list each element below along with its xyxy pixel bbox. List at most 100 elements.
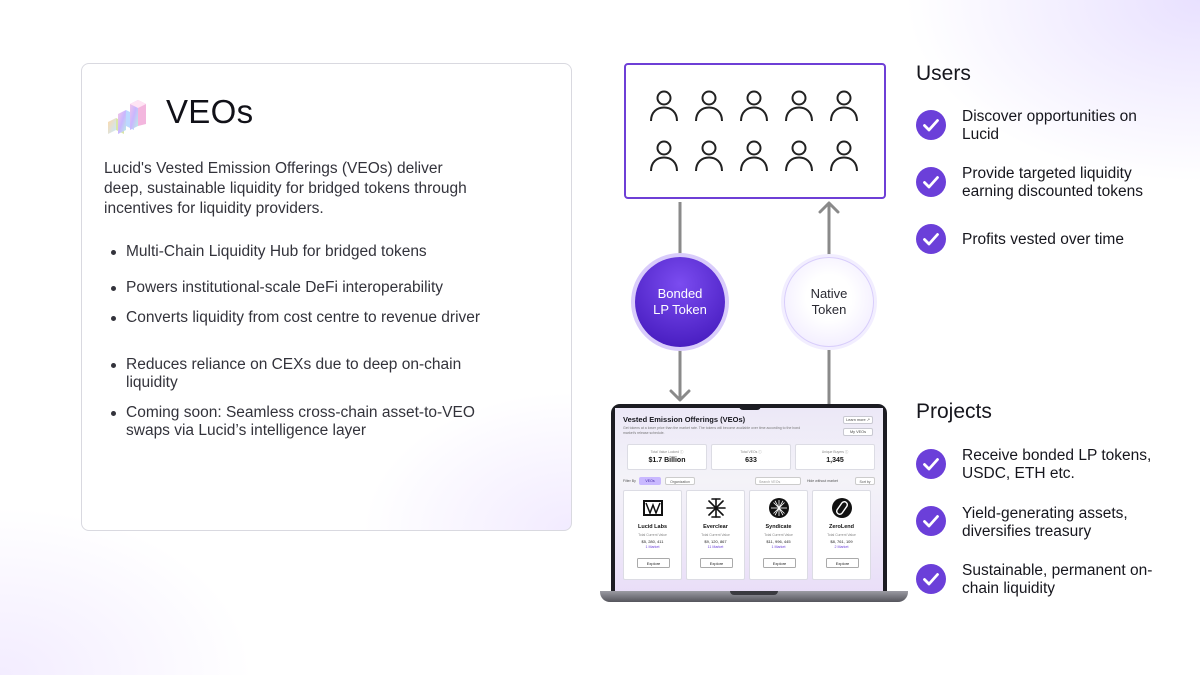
arrow-down-icon — [669, 350, 691, 402]
project-value: $5, 280, 411 — [641, 539, 664, 544]
lucid-labs-logo-icon — [643, 500, 663, 516]
sort-select[interactable]: Sort by — [855, 477, 875, 485]
feature-item: Multi-Chain Liquidity Hub for bridged to… — [110, 243, 490, 261]
project-tile-syndicate[interactable]: Syndicate Total Current Value $11, 996, … — [749, 490, 808, 580]
bullet-dot-icon — [111, 411, 116, 416]
hide-without-market-toggle[interactable]: Hide without market — [807, 479, 838, 483]
user-icon — [830, 140, 858, 172]
veo-app-screenshot: Vested Emission Offerings (VEOs) Get tok… — [615, 408, 883, 592]
users-section-title: Users — [916, 62, 971, 85]
project-value: $8, 761, 109 — [830, 539, 853, 544]
explore-button[interactable]: Explore — [763, 558, 796, 568]
user-icon — [740, 90, 768, 122]
feature-item: Converts liquidity from cost centre to r… — [110, 309, 490, 327]
check-icon — [916, 564, 946, 594]
bullet-dot-icon — [111, 250, 116, 255]
native-token-circle: Native Token — [784, 257, 874, 347]
stat-label: Unique Buyers ⓘ — [821, 450, 849, 454]
project-name: Syndicate — [765, 524, 792, 530]
stat-label: Total VEOs ⓘ — [740, 450, 762, 454]
feature-item: Coming soon: Seamless cross-chain asset-… — [110, 404, 490, 440]
explore-button[interactable]: Explore — [700, 558, 733, 568]
card-title: VEOs — [166, 93, 254, 130]
users-benefit-text: Profits vested over time — [962, 231, 1124, 248]
project-value-label: Total Current Value — [638, 533, 667, 537]
project-tile-lucid-labs[interactable]: Lucid Labs Total Current Value $5, 280, … — [623, 490, 682, 580]
stat-label: Total Value Locked ⓘ — [650, 450, 684, 454]
check-icon — [916, 449, 946, 479]
check-icon — [916, 506, 946, 536]
zerolend-logo-icon — [832, 498, 852, 518]
stat-card: Total Value Locked ⓘ $1.7 Billion — [627, 444, 707, 470]
tab-veos[interactable]: VEOs — [639, 477, 661, 485]
projects-benefit-text: Sustainable, permanent on-chain liquidit… — [962, 562, 1153, 597]
project-name: Everclear — [703, 524, 728, 530]
project-markets: 1 Market — [645, 545, 660, 549]
veo-info-card — [81, 63, 572, 531]
user-icon — [830, 90, 858, 122]
projects-benefit-text: Receive bonded LP tokens, USDC, ETH etc. — [962, 447, 1152, 482]
user-icon — [785, 90, 813, 122]
bullet-dot-icon — [111, 363, 116, 368]
project-name: ZeroLend — [828, 524, 855, 530]
explore-button[interactable]: Explore — [637, 558, 670, 568]
project-markets: 1 Market — [771, 545, 786, 549]
app-page-subtitle: Get tokens at a lower price than the mar… — [623, 426, 801, 435]
stat-card: Total VEOs ⓘ 633 — [711, 444, 791, 470]
user-icon — [695, 140, 723, 172]
camera-notch — [739, 404, 761, 410]
my-veos-button[interactable]: My VEOs — [843, 428, 873, 436]
learn-more-button[interactable]: Learn more ↗ — [843, 416, 873, 424]
arrow-up-icon — [818, 201, 840, 256]
bonded-lp-token-circle: Bonded LP Token — [635, 257, 725, 347]
project-value: $9, 120, 867 — [704, 539, 727, 544]
syndicate-logo-icon — [769, 498, 789, 518]
users-group-box — [624, 63, 886, 199]
stat-value: $1.7 Billion — [648, 457, 686, 464]
feature-item: Powers institutional-scale DeFi interope… — [110, 279, 490, 297]
tab-organization[interactable]: Organization — [665, 477, 695, 485]
bonded-lp-token-label: Bonded LP Token — [653, 286, 707, 317]
intro-paragraph: Lucid's Vested Emission Offerings (VEOs)… — [104, 160, 467, 217]
stat-value: 1,345 — [826, 457, 844, 464]
project-value-label: Total Current Value — [764, 533, 793, 537]
filter-by-label: Filter By — [623, 479, 636, 483]
check-icon — [916, 167, 946, 197]
users-benefit-text: Discover opportunities on Lucid — [962, 108, 1137, 143]
filter-row: Filter By VEOs Organization Search VEOs … — [623, 477, 875, 485]
bullet-dot-icon — [111, 286, 116, 291]
project-markets: 11 Market — [707, 545, 724, 549]
project-value-label: Total Current Value — [701, 533, 730, 537]
project-tile-everclear[interactable]: Everclear Total Current Value $9, 120, 8… — [686, 490, 745, 580]
project-name: Lucid Labs — [637, 524, 668, 530]
project-tile-zerolend[interactable]: ZeroLend Total Current Value $8, 761, 10… — [812, 490, 871, 580]
project-value: $11, 996, 445 — [766, 539, 791, 544]
check-icon — [916, 224, 946, 254]
user-icon — [650, 140, 678, 172]
everclear-logo-icon — [706, 498, 726, 518]
search-input[interactable]: Search VEOs — [755, 477, 801, 485]
check-icon — [916, 110, 946, 140]
users-benefit-text: Provide targeted liquidity earning disco… — [962, 165, 1143, 200]
bullet-dot-icon — [111, 316, 116, 321]
app-page-title: Vested Emission Offerings (VEOs) — [623, 415, 746, 424]
laptop-screen: Vested Emission Offerings (VEOs) Get tok… — [611, 404, 887, 592]
user-icon — [785, 140, 813, 172]
user-icon — [740, 140, 768, 172]
projects-benefit-text: Yield-generating assets, diversifies tre… — [962, 505, 1128, 540]
connector-line — [827, 350, 831, 404]
veo-logo-icon — [108, 100, 146, 134]
project-markets: 2 Market — [834, 545, 849, 549]
stat-card: Unique Buyers ⓘ 1,345 — [795, 444, 875, 470]
projects-section-title: Projects — [916, 400, 992, 423]
user-icon — [695, 90, 723, 122]
project-value-label: Total Current Value — [827, 533, 856, 537]
feature-item: Reduces reliance on CEXs due to deep on-… — [110, 356, 490, 392]
laptop-hinge-cut — [730, 591, 778, 595]
arrow-down-icon — [678, 202, 682, 256]
explore-button[interactable]: Explore — [826, 558, 859, 568]
user-icon — [650, 90, 678, 122]
stat-value: 633 — [745, 457, 757, 464]
native-token-label: Native Token — [810, 286, 848, 317]
laptop-base — [600, 591, 908, 602]
